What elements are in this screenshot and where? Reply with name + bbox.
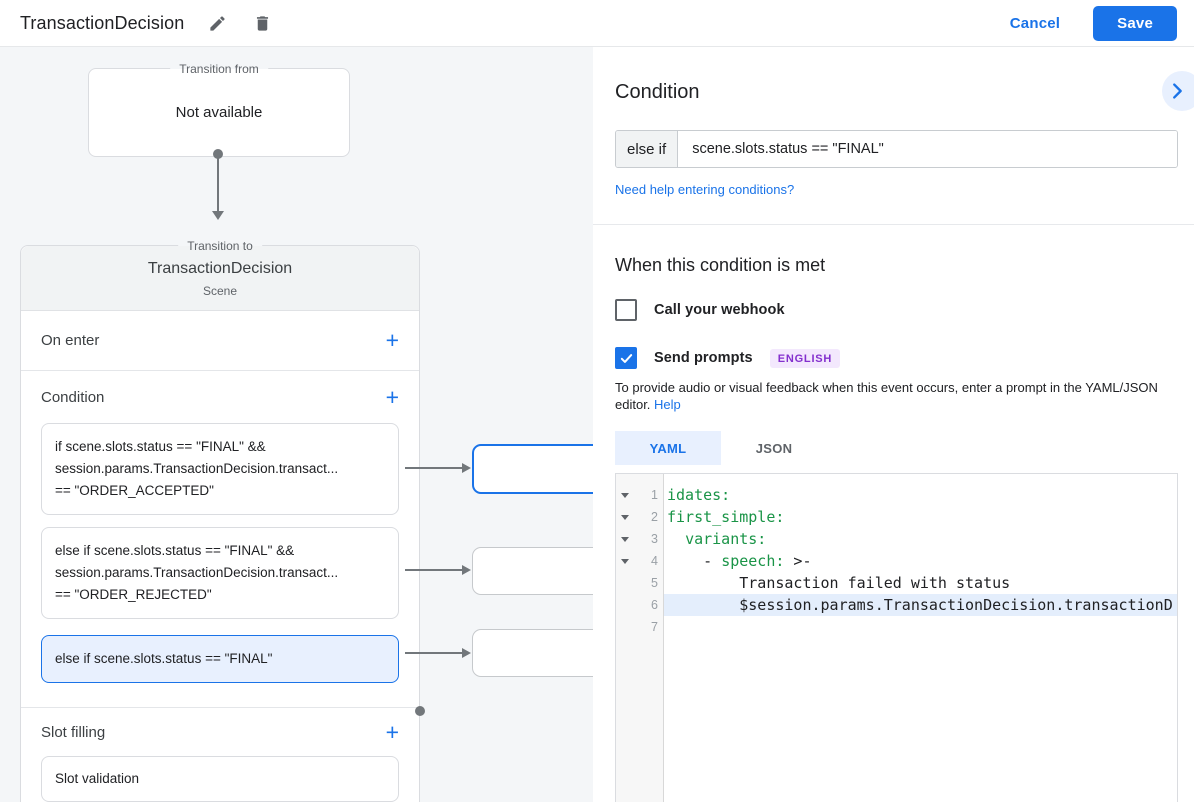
transition-to-label: Transition to xyxy=(178,238,262,254)
add-slot-button[interactable]: + xyxy=(385,718,399,745)
slot-filling-section-header: Slot filling + xyxy=(21,708,419,756)
triangle-down-icon[interactable] xyxy=(620,514,629,520)
help-link-row: Need help entering conditions? xyxy=(615,181,1178,199)
line-number: 4 xyxy=(651,554,658,568)
code-line xyxy=(664,616,1177,638)
line-number: 6 xyxy=(651,598,658,612)
transition-target-box[interactable] xyxy=(472,547,593,595)
trash-icon xyxy=(256,15,268,31)
prompts-help-link[interactable]: Help xyxy=(654,396,681,412)
gutter-row: 1 xyxy=(616,484,663,506)
top-bar-left: TransactionDecision xyxy=(20,11,274,35)
condition-card-order-rejected[interactable]: else if scene.slots.status == "FINAL" &&… xyxy=(41,527,399,619)
transition-target-box-selected[interactable] xyxy=(472,444,593,494)
edit-scene-button[interactable] xyxy=(205,11,229,35)
transition-to-box: Transition to TransactionDecision Scene … xyxy=(20,238,425,802)
flow-canvas: Transition from Not available Transition… xyxy=(0,47,593,802)
save-button[interactable]: Save xyxy=(1093,5,1177,41)
connector-line xyxy=(217,154,219,212)
add-on-enter-button[interactable]: + xyxy=(385,327,399,353)
slot-validation-card[interactable]: Slot validation xyxy=(41,756,399,802)
code-line-active: $session.params.TransactionDecision.tran… xyxy=(664,594,1177,616)
line-number: 2 xyxy=(651,510,658,524)
when-condition-title: When this condition is met xyxy=(615,255,826,275)
connector-arrowhead-icon xyxy=(462,648,471,658)
connector-line xyxy=(405,467,464,469)
transition-from-label: Transition from xyxy=(170,61,268,77)
pencil-icon xyxy=(210,15,225,31)
send-prompts-label: Send prompts xyxy=(654,350,753,366)
conditions-help-link[interactable]: Need help entering conditions? xyxy=(615,182,795,197)
condition-card-order-accepted[interactable]: if scene.slots.status == "FINAL" && sess… xyxy=(41,423,399,515)
check-icon xyxy=(620,353,632,363)
condition-section: Condition + if scene.slots.status == "FI… xyxy=(21,371,425,716)
gutter-row: 4 xyxy=(616,550,663,572)
scene-title: TransactionDecision xyxy=(147,260,293,277)
triangle-down-icon[interactable] xyxy=(620,558,629,564)
connector-dot xyxy=(415,706,425,716)
code-line: variants: xyxy=(685,530,767,548)
collapse-panel-button[interactable] xyxy=(1162,71,1194,111)
connector-line xyxy=(405,652,464,654)
cancel-button[interactable]: Cancel xyxy=(1009,14,1061,32)
yaml-editor[interactable]: 1 2 3 4 5 6 7 xyxy=(615,473,1178,802)
editor-gutter: 1 2 3 4 5 6 7 xyxy=(616,474,664,802)
code-line: first_simple: xyxy=(667,508,785,526)
slot-filling-label: Slot filling xyxy=(41,723,106,741)
condition-expression-row: else if xyxy=(615,130,1178,168)
panel-divider xyxy=(593,224,1194,225)
condition-section-label: Condition xyxy=(41,388,105,406)
connector-line xyxy=(405,569,464,571)
triangle-down-icon[interactable] xyxy=(620,492,629,498)
on-enter-section: On enter + xyxy=(21,311,419,371)
line-number: 7 xyxy=(651,620,658,634)
line-number: 1 xyxy=(651,488,658,502)
connector-arrowhead-icon xyxy=(212,211,224,220)
triangle-down-icon[interactable] xyxy=(620,536,629,542)
send-prompts-checkbox[interactable] xyxy=(615,347,637,369)
code-line: idates: xyxy=(667,486,731,504)
gutter-row: 6 xyxy=(616,594,663,616)
transition-from-content: Not available xyxy=(175,104,263,121)
connector-arrowhead-icon xyxy=(462,463,471,473)
on-enter-label: On enter xyxy=(41,332,100,349)
condition-detail-panel: Condition else if Need help entering con… xyxy=(593,47,1194,802)
top-bar: TransactionDecision Cancel Save xyxy=(0,0,1194,47)
line-number: 3 xyxy=(651,532,658,546)
call-webhook-label: Call your webhook xyxy=(654,302,785,318)
code-line: - speech: >- xyxy=(667,552,812,570)
tab-json[interactable]: JSON xyxy=(721,431,827,465)
transition-from-box: Transition from Not available xyxy=(88,61,350,157)
top-bar-right: Cancel Save xyxy=(1009,5,1177,41)
gutter-row: 2 xyxy=(616,506,663,528)
gutter-row: 5 xyxy=(616,572,663,594)
call-webhook-checkbox[interactable] xyxy=(615,299,637,321)
scene-header: TransactionDecision Scene xyxy=(21,246,419,311)
gutter-row: 3 xyxy=(616,528,663,550)
prompts-description-text: To provide audio or visual feedback when… xyxy=(615,380,1158,412)
editor-tabs: YAML JSON xyxy=(615,431,1178,465)
line-number: 5 xyxy=(651,576,658,590)
tab-yaml[interactable]: YAML xyxy=(615,431,721,465)
transition-target-box[interactable] xyxy=(472,629,593,677)
delete-scene-button[interactable] xyxy=(250,11,274,35)
prompts-description: To provide audio or visual feedback when… xyxy=(615,380,1175,413)
condition-prefix-label: else if xyxy=(616,131,679,167)
send-prompts-row: Send prompts ENGLISH xyxy=(615,347,1178,369)
gutter-row: 7 xyxy=(616,616,663,638)
editor-code-area[interactable]: idates: first_simple: variants: - speech… xyxy=(664,474,1177,802)
code-line: Transaction failed with status xyxy=(667,574,1011,592)
chevron-right-icon xyxy=(1173,83,1182,99)
condition-expression-input[interactable] xyxy=(678,131,1177,167)
add-condition-button[interactable]: + xyxy=(385,383,399,410)
language-badge: ENGLISH xyxy=(769,348,841,368)
connector-arrowhead-icon xyxy=(462,565,471,575)
webhook-row: Call your webhook xyxy=(615,299,1178,321)
panel-title: Condition xyxy=(615,81,700,103)
condition-card-final-selected[interactable]: else if scene.slots.status == "FINAL" xyxy=(41,635,399,683)
scene-subtitle: Scene xyxy=(202,284,238,298)
condition-section-header: Condition + xyxy=(21,371,419,423)
page-title: TransactionDecision xyxy=(20,12,185,33)
